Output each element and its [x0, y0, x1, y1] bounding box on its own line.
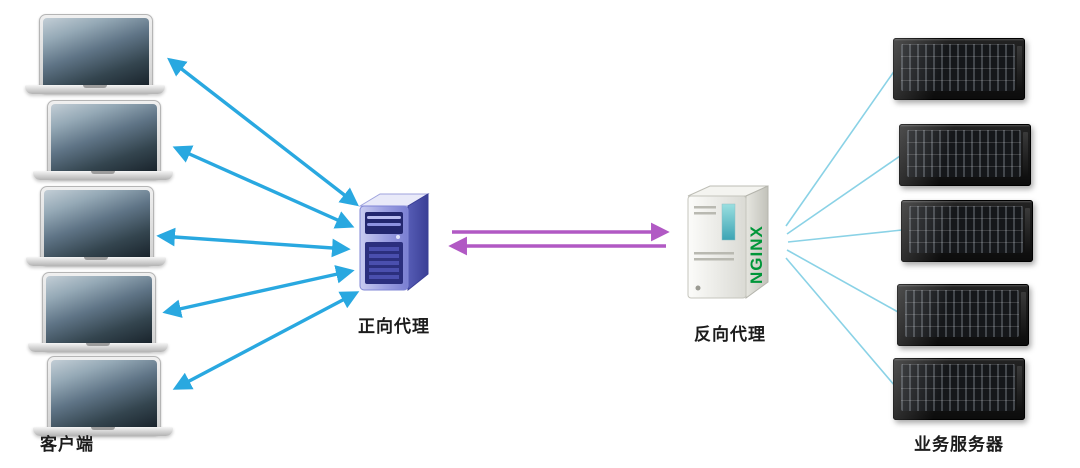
laptop-screen	[47, 100, 161, 179]
reverse-proxy-label: 反向代理	[694, 325, 766, 344]
reverse-proxy-nginx-server-icon: NGINX	[682, 180, 782, 304]
client-laptop-icon	[33, 100, 173, 192]
client-laptop-icon	[33, 356, 173, 448]
rack-led-panel	[1025, 208, 1030, 252]
business-rack-server-icon	[901, 200, 1033, 262]
laptop-base	[25, 85, 165, 94]
laptop-base	[33, 171, 173, 180]
forward-proxy-server-icon	[352, 186, 436, 298]
forward-proxy-label: 正向代理	[358, 317, 430, 336]
rack-led-panel	[1017, 366, 1022, 410]
laptop-wallpaper	[44, 190, 150, 261]
client-laptop-icon	[25, 14, 165, 106]
laptop-wallpaper	[46, 276, 152, 347]
laptop-screen	[42, 272, 156, 351]
laptop-base	[33, 427, 173, 436]
servers-group-label: 业务服务器	[914, 435, 1004, 454]
business-rack-server-icon	[897, 284, 1029, 346]
reverse-proxy-to-server-links	[785, 69, 903, 387]
laptop-screen	[47, 356, 161, 435]
client-laptop-icon	[28, 272, 168, 364]
client-to-forward-proxy-arrows	[156, 57, 360, 390]
rack-led-panel	[1021, 292, 1026, 336]
laptop-wallpaper	[51, 104, 157, 175]
business-rack-server-icon	[893, 358, 1025, 420]
business-rack-server-icon	[893, 38, 1025, 100]
laptop-screen	[39, 14, 153, 93]
rack-led-panel	[1023, 132, 1028, 176]
laptop-base	[26, 257, 166, 266]
nginx-logo: NGINX	[747, 225, 766, 284]
business-rack-server-icon	[899, 124, 1031, 186]
laptop-screen	[40, 186, 154, 265]
laptop-wallpaper	[51, 360, 157, 431]
laptop-base	[28, 343, 168, 352]
client-laptop-icon	[26, 186, 166, 278]
forward-to-reverse-proxy-arrows	[448, 222, 670, 256]
clients-group-label: 客户端	[40, 435, 94, 454]
rack-led-panel	[1017, 46, 1022, 90]
laptop-wallpaper	[43, 18, 149, 89]
